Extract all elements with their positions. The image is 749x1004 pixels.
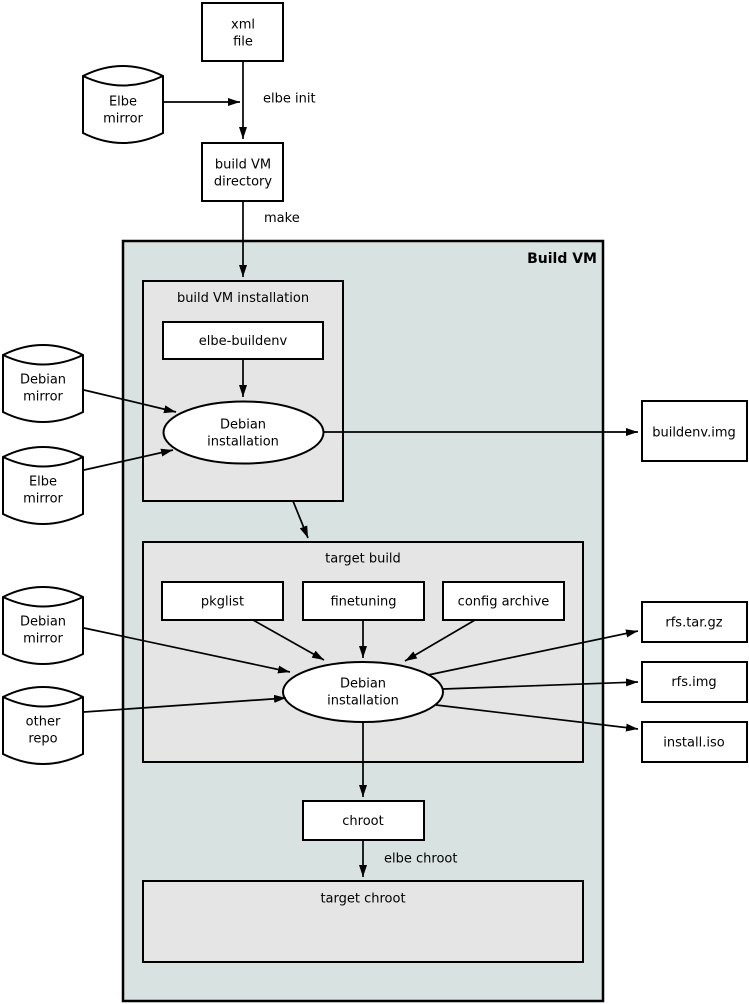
make-edge-label: make: [264, 211, 300, 226]
debian-installation-target-node: [282, 661, 444, 723]
rfs-img-label: rfs.img: [671, 675, 716, 690]
rfs-tar-gz-node: [641, 601, 748, 643]
cylinder-body: [2, 344, 84, 423]
cylinder-body: [82, 65, 164, 144]
edge-debianinst2-to-installiso: [435, 704, 639, 732]
elbe-chroot-edge-label: elbe chroot: [384, 852, 457, 867]
chroot-label: chroot: [342, 814, 383, 829]
edge-debianmirror1-to-debianinst1: [83, 389, 177, 414]
cylinder-body: [2, 446, 84, 525]
build-vm-directory-label-2: directory: [214, 175, 272, 190]
edge-pkglist-to-debianinst2: [252, 619, 325, 661]
elbe-init-edge-label: elbe init: [263, 92, 316, 107]
cylinder-rim: [82, 75, 164, 87]
config-archive-node: [442, 581, 565, 621]
rfs-tar-gz-label: rfs.tar.gz: [665, 616, 722, 631]
finetuning-node: [302, 581, 425, 621]
build-vm-label: Build VM: [527, 251, 597, 267]
build-vm-directory-node: [201, 142, 284, 202]
debian-installation-buildenv-label-1: Debian: [220, 418, 266, 433]
cylinder-rim: [2, 456, 84, 468]
debian-installation-target-label-2: installation: [327, 694, 399, 709]
install-iso-node: [641, 721, 748, 763]
debian-installation-buildenv-node: [162, 400, 325, 465]
buildenv-img-node: [641, 400, 748, 462]
target-chroot-cluster: [142, 880, 584, 963]
other-repo-cylinder: [1, 686, 84, 765]
debian-installation-buildenv-label-2: installation: [207, 435, 279, 450]
edge-debianinst2-to-rfsimg: [442, 678, 639, 690]
edge-installation-to-targetbuild: [292, 500, 309, 539]
other-repo-label-1: other: [26, 715, 61, 730]
elbe-buildenv-label: elbe-buildenv: [199, 334, 288, 349]
pkglist-label: pkglist: [201, 595, 244, 610]
elbe-mirror-left-label-2: mirror: [23, 492, 63, 507]
xml-file-label-2: file: [233, 35, 253, 50]
edge-debianmirror2-to-debianinst2: [83, 627, 291, 674]
config-archive-label: config archive: [458, 595, 550, 610]
elbe-mirror-left-cylinder: [2, 446, 84, 525]
edge-configarchive-to-debianinst2: [404, 619, 476, 662]
debian-mirror-upper-cylinder: [2, 344, 84, 423]
build-vm-installation-label: build VM installation: [177, 291, 309, 306]
cylinder-rim: [2, 596, 84, 608]
edge-elbemirrorleft-to-debianinst1: [83, 448, 174, 471]
buildenv-img-label: buildenv.img: [652, 426, 736, 441]
finetuning-label: finetuning: [330, 595, 396, 610]
edge-debianinst2-to-rfstargz: [427, 629, 639, 676]
elbe-mirror-top-label-2: mirror: [103, 112, 143, 127]
cylinder-rim: [2, 696, 84, 708]
rfs-img-node: [641, 661, 748, 703]
cylinder-body: [1, 686, 84, 765]
debian-mirror-upper-label-2: mirror: [23, 390, 63, 405]
debian-installation-target-label-1: Debian: [340, 677, 386, 692]
debian-mirror-lower-cylinder: [1, 586, 84, 665]
debian-mirror-lower-label-1: Debian: [20, 615, 66, 630]
elbe-mirror-top-cylinder: [82, 65, 164, 144]
build-vm-directory-label-1: build VM: [215, 158, 271, 173]
cylinder-body: [1, 586, 84, 665]
install-iso-label: install.iso: [663, 736, 724, 751]
debian-mirror-upper-label-1: Debian: [20, 373, 66, 388]
cylinder-rim: [2, 354, 84, 366]
elbe-mirror-left-label-1: Elbe: [29, 475, 57, 490]
debian-mirror-lower-label-2: mirror: [23, 632, 63, 647]
other-repo-label-2: repo: [28, 732, 57, 747]
target-build-label: target build: [325, 552, 401, 567]
pkglist-node: [161, 581, 284, 621]
edge-otherrepo-to-debianinst2: [83, 694, 287, 713]
elbe-mirror-top-label-1: Elbe: [109, 95, 137, 110]
target-chroot-label: target chroot: [320, 892, 405, 907]
xml-file-label-1: xml: [231, 18, 255, 33]
